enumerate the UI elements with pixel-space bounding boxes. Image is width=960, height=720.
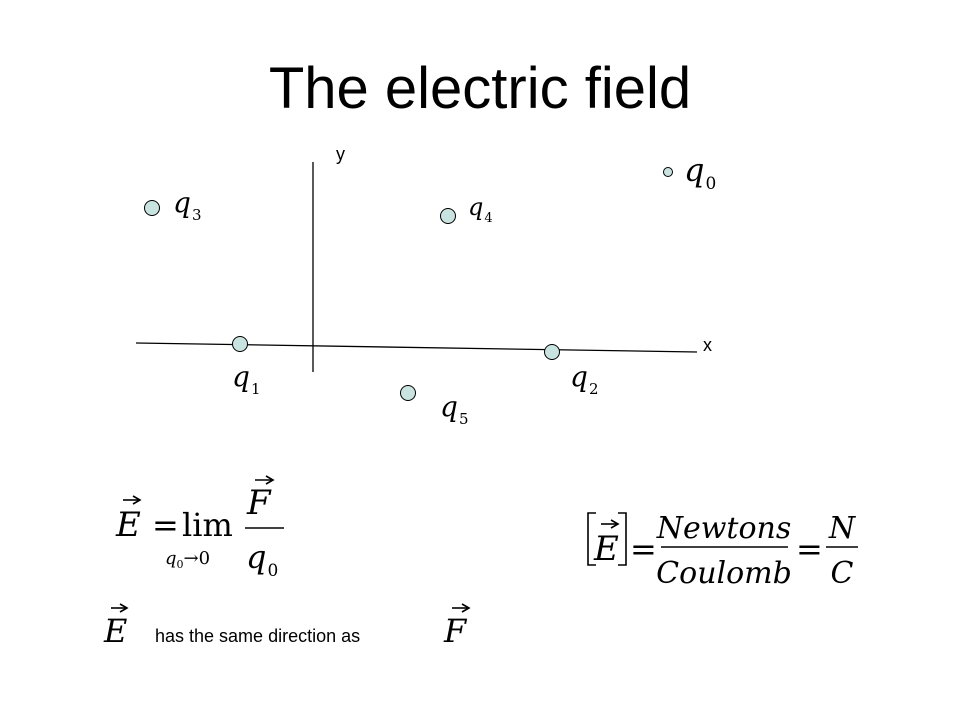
x-axis-label: x xyxy=(703,335,712,355)
field-definition-formula: E = lim q0→0 F q0 xyxy=(115,475,284,581)
y-axis-label: y xyxy=(336,144,345,164)
slide-title: The electric field xyxy=(268,56,692,121)
units-numerator-n: N xyxy=(828,511,857,546)
units-numerator-newtons: Newtons xyxy=(656,511,792,546)
charge-q2-dot xyxy=(544,344,560,360)
vector-arrow-icon xyxy=(452,603,471,613)
units-denominator-c: C xyxy=(831,556,854,591)
formula-numerator-f: F xyxy=(246,483,272,523)
note-symbol-e: E xyxy=(103,612,127,650)
note-symbol-f: F xyxy=(443,612,468,650)
formula-denominator: q0 xyxy=(246,538,278,581)
vector-arrow-icon xyxy=(601,519,620,529)
charge-q4-label: q4 xyxy=(468,193,493,226)
charge-q5-label: q5 xyxy=(440,390,468,428)
charge-q1-label: q1 xyxy=(232,360,260,398)
right-bracket xyxy=(618,512,627,566)
direction-note-text: has the same direction as xyxy=(155,626,361,646)
vector-arrow-icon xyxy=(255,475,275,485)
units-lhs-e: E xyxy=(593,529,619,569)
charge-q0-dot xyxy=(663,167,673,177)
x-axis xyxy=(135,342,698,353)
charge-q0-label: q0 xyxy=(684,151,716,194)
units-equals-1: = xyxy=(630,530,657,568)
formula-equals: = xyxy=(152,506,179,544)
charge-q5-dot xyxy=(400,385,416,401)
formula-limit-subscript: q0→0 xyxy=(165,548,210,571)
charge-q3-label: q3 xyxy=(173,186,201,224)
units-denominator-coulomb: Coulomb xyxy=(656,556,792,591)
charge-q1-dot xyxy=(232,336,248,352)
formula-lhs-e: E xyxy=(115,505,141,545)
charge-q3-dot xyxy=(144,200,160,216)
field-units-formula: E = Newtons Coulomb = N C xyxy=(587,511,858,591)
formula-lim: lim xyxy=(182,506,233,544)
charge-q2-label: q2 xyxy=(570,360,598,398)
units-equals-2: = xyxy=(796,530,823,568)
vector-arrow-icon xyxy=(111,603,129,613)
left-bracket xyxy=(587,512,596,566)
vector-arrow-icon xyxy=(123,495,142,505)
charge-q4-dot xyxy=(440,208,456,224)
